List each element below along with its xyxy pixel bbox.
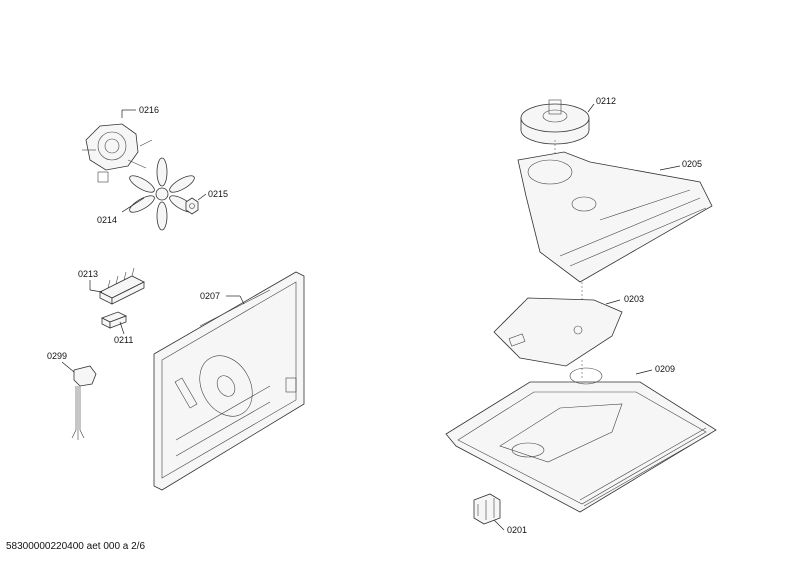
leader-0209 bbox=[635, 369, 653, 375]
part-0203-plate[interactable] bbox=[493, 297, 623, 367]
part-0205-duct-cover[interactable] bbox=[517, 151, 713, 283]
leader-0205 bbox=[659, 165, 681, 171]
leader-0214 bbox=[121, 197, 145, 213]
leader-0201 bbox=[493, 519, 505, 531]
label-0212: 0212 bbox=[596, 96, 616, 106]
part-0216-fan-motor[interactable] bbox=[82, 123, 153, 183]
part-0209-base-tray[interactable] bbox=[445, 367, 717, 513]
label-0216: 0216 bbox=[139, 105, 159, 115]
label-0205: 0205 bbox=[682, 159, 702, 169]
leader-0215 bbox=[197, 193, 207, 201]
leader-0299 bbox=[61, 361, 75, 373]
label-0215: 0215 bbox=[208, 189, 228, 199]
label-0203: 0203 bbox=[624, 294, 644, 304]
leader-0211 bbox=[119, 321, 125, 335]
part-0214-fan-blade[interactable] bbox=[127, 157, 196, 231]
leader-0213-h bbox=[89, 289, 103, 293]
label-0207: 0207 bbox=[200, 291, 220, 301]
leader-0203 bbox=[605, 299, 621, 305]
label-0214: 0214 bbox=[97, 215, 117, 225]
document-footer: 58300000220400 aet 000 a 2/6 bbox=[6, 541, 146, 552]
label-0213: 0213 bbox=[78, 269, 98, 279]
part-0299-cable[interactable] bbox=[71, 365, 97, 440]
leader-0207-v bbox=[239, 295, 245, 305]
part-0211-clip[interactable] bbox=[101, 311, 127, 329]
label-0209: 0209 bbox=[655, 364, 675, 374]
label-0211: 0211 bbox=[114, 335, 133, 345]
part-0215-nut[interactable] bbox=[185, 197, 199, 215]
part-0212-impeller[interactable] bbox=[520, 99, 590, 145]
label-0299: 0299 bbox=[47, 351, 67, 361]
label-0201: 0201 bbox=[507, 525, 527, 535]
part-0201-holder[interactable] bbox=[473, 493, 501, 525]
part-0213-terminal-block[interactable] bbox=[99, 267, 145, 305]
part-0207-rear-panel[interactable] bbox=[153, 271, 305, 491]
leader-0212 bbox=[587, 103, 595, 113]
